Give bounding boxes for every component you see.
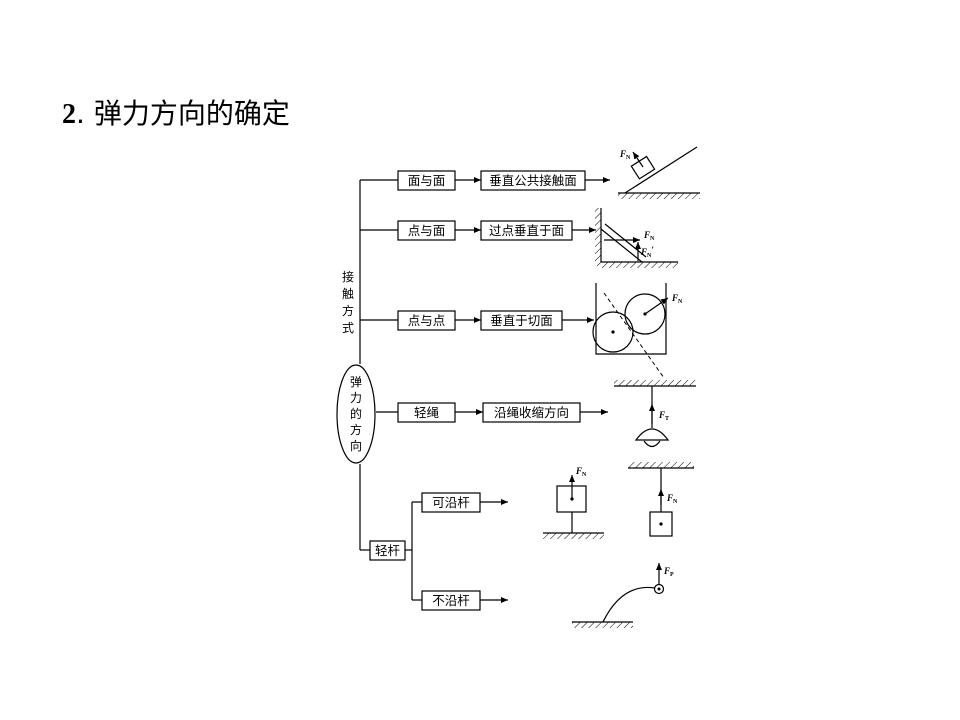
tree-connectors: [359, 177, 610, 603]
svg-text:可沿杆: 可沿杆: [432, 495, 470, 510]
box-surface-surface: 面与面: [397, 170, 456, 191]
box-point-point: 点与点: [397, 310, 456, 331]
box-rod-along: 可沿杆: [421, 492, 481, 513]
contact-type-label: 接 触 方 式: [339, 264, 357, 340]
center-char-5: 向: [350, 438, 362, 453]
force-label-fn-5: FN: [666, 493, 678, 505]
box-rope-direction: 沿绳收缩方向: [482, 402, 581, 423]
svg-text:沿绳收缩方向: 沿绳收缩方向: [494, 405, 569, 420]
figure-block-on-ground: FN: [543, 466, 604, 539]
heading-separator: .: [76, 97, 85, 130]
contact-char-4: 式: [342, 321, 354, 335]
figure-hanging-lamp: FT: [614, 380, 696, 448]
force-label-fp: FP: [663, 566, 674, 578]
svg-text:垂直于切面: 垂直于切面: [490, 313, 553, 328]
svg-text:垂直公共接触面: 垂直公共接触面: [489, 173, 577, 188]
box-rope: 轻绳: [397, 402, 456, 423]
contact-char-2: 触: [342, 287, 354, 301]
force-label-fn-1: FN: [619, 149, 631, 161]
center-char-1: 弹: [350, 375, 362, 389]
box-surface-surface-direction: 垂直公共接触面: [480, 170, 586, 191]
force-label-fn-4: FN: [575, 466, 587, 478]
force-label-ft: FT: [658, 410, 669, 422]
force-label-fn-3: FN: [671, 293, 683, 305]
svg-text:点与面: 点与面: [408, 223, 446, 238]
svg-text:轻杆: 轻杆: [375, 543, 401, 558]
svg-text:不沿杆: 不沿杆: [432, 593, 470, 608]
box-rod-not-along: 不沿杆: [421, 590, 481, 611]
heading-text: 弹力方向的确定: [93, 97, 290, 130]
box-point-point-direction: 垂直于切面: [480, 310, 563, 331]
center-char-2: 力: [350, 391, 362, 405]
box-rod: 轻杆: [369, 540, 406, 561]
figure-curved-rod: FP: [572, 563, 674, 628]
contact-char-3: 方: [342, 303, 354, 318]
svg-text:过点垂直于面: 过点垂直于面: [489, 223, 564, 238]
force-label-fn-2: FN: [643, 230, 655, 242]
figure-block-on-rod: FN: [628, 462, 694, 537]
contact-char-1: 接: [342, 269, 354, 284]
svg-text:点与点: 点与点: [408, 313, 446, 328]
center-char-3: 的: [350, 406, 362, 421]
box-point-surface-direction: 过点垂直于面: [480, 220, 573, 241]
box-point-surface: 点与面: [397, 220, 456, 241]
figure-two-balls: FN: [592, 283, 683, 379]
heading-number: 2: [62, 99, 76, 130]
center-char-4: 方: [350, 422, 362, 437]
svg-text:面与面: 面与面: [408, 173, 446, 188]
force-label-fn-prime: FN′: [640, 245, 654, 259]
svg-text:轻绳: 轻绳: [414, 405, 439, 420]
center-node: 弹 力 的 方 向: [336, 364, 376, 464]
figure-rod-in-corner: FN FN′: [595, 208, 678, 268]
page-title: 2. 弹力方向的确定: [62, 92, 290, 132]
figure-block-on-incline: FN: [618, 146, 700, 199]
